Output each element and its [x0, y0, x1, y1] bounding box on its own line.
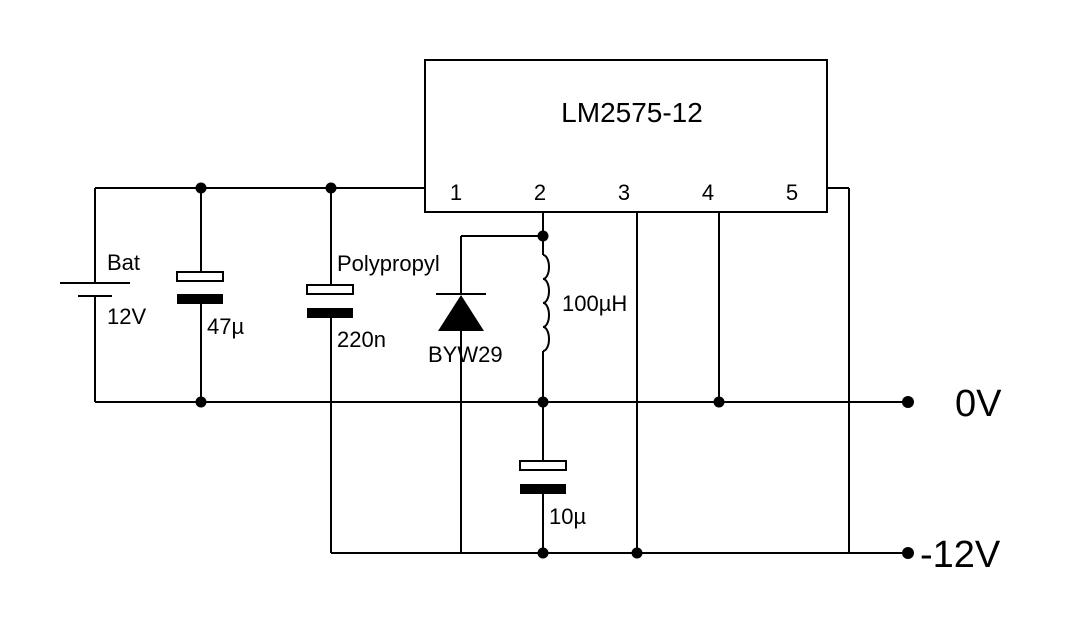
- c220-type: Polypropyl: [337, 251, 440, 276]
- c10-plate-negative: [520, 484, 566, 494]
- junction-dot: [537, 547, 549, 559]
- junction-dot: [537, 396, 549, 408]
- junction-dot: [631, 547, 643, 559]
- c47-plate-positive: [176, 271, 224, 282]
- ic-pin-2-label: 2: [534, 180, 546, 205]
- c10-plate-positive: [519, 460, 567, 471]
- terminal-zero-dot: [902, 396, 914, 408]
- junction-dot: [713, 396, 725, 408]
- diode-triangle: [438, 295, 484, 331]
- c220-plate-negative: [307, 308, 353, 318]
- junction-dot: [195, 182, 207, 194]
- terminal-zero-label: 0V: [955, 383, 1002, 425]
- c10-value: 10µ: [549, 504, 586, 529]
- ic-name: LM2575-12: [561, 97, 703, 128]
- junction-dot: [537, 230, 549, 242]
- c47-plate-negative: [177, 294, 223, 304]
- junction-dot: [195, 396, 207, 408]
- battery-value: 12V: [107, 304, 146, 329]
- inductor-value: 100µH: [562, 291, 627, 316]
- junction-dot: [325, 182, 337, 194]
- terminal-negative-dot: [902, 547, 914, 559]
- c220-value: 220n: [337, 327, 386, 352]
- battery-name: Bat: [107, 250, 140, 275]
- c220-plate-positive: [306, 284, 354, 295]
- ic-body: [424, 59, 828, 213]
- terminal-negative-label: -12V: [920, 534, 1001, 576]
- ic-pin-3-label: 3: [618, 180, 630, 205]
- ic-pin-1-label: 1: [450, 180, 462, 205]
- ic-pin-4-label: 4: [702, 180, 714, 205]
- inductor-coil: [542, 254, 550, 352]
- diode-part: BYW29: [428, 342, 503, 367]
- c47-value: 47µ: [207, 314, 244, 339]
- ic-pin-5-label: 5: [786, 180, 798, 205]
